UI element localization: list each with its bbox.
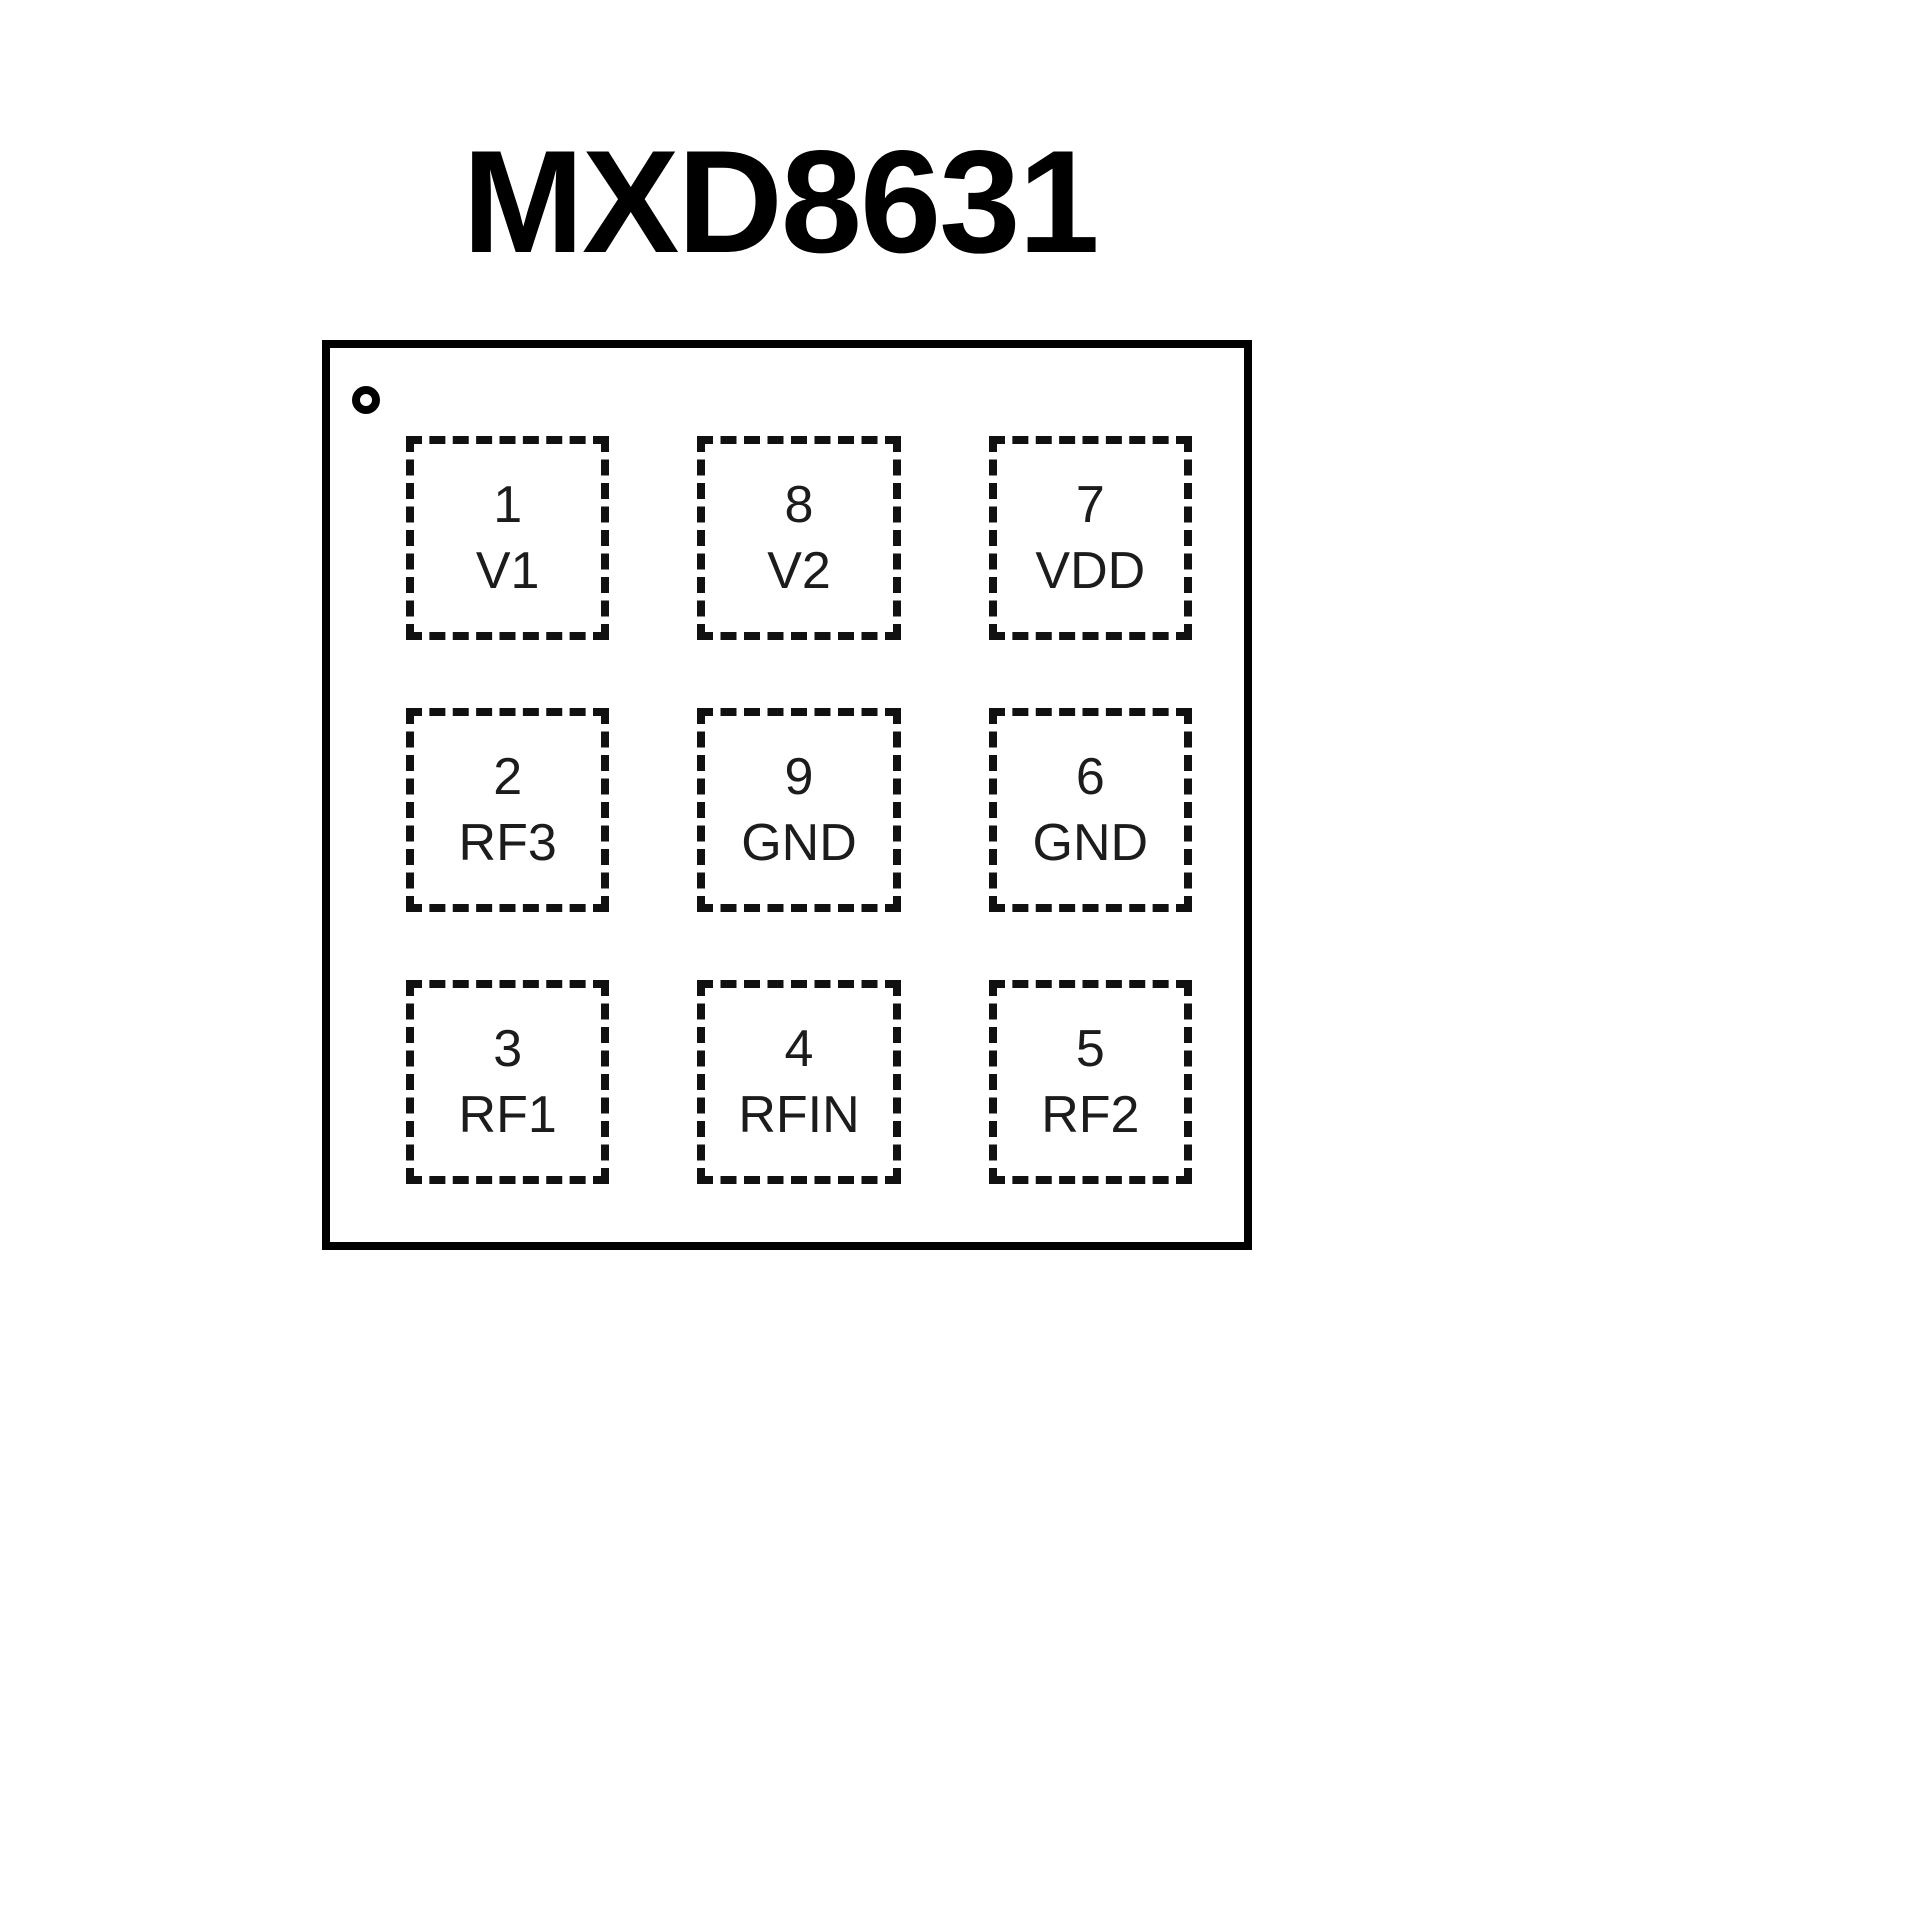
pin-number: 8 — [784, 476, 814, 534]
pin-name: RF1 — [458, 1086, 557, 1144]
pin-name: RF3 — [458, 814, 557, 872]
pin-pad-9: 9 GND — [697, 708, 901, 912]
pad-grid: 1 V1 8 V2 7 VDD 2 RF3 9 GND 6 GND — [406, 436, 1192, 1184]
pin-number: 9 — [784, 748, 814, 806]
pin-name: GND — [741, 814, 857, 872]
pin-number: 3 — [493, 1020, 523, 1078]
pin-name: VDD — [1035, 542, 1146, 600]
pin-name: RFIN — [738, 1086, 860, 1144]
pin1-marker-icon — [352, 386, 380, 414]
pin-pad-3: 3 RF1 — [406, 980, 610, 1184]
pin-number: 5 — [1075, 1020, 1105, 1078]
pin-name: GND — [1032, 814, 1149, 872]
pin-pad-4: 4 RFIN — [697, 980, 901, 1184]
pin-pad-7: 7 VDD — [988, 436, 1192, 640]
pin-number: 6 — [1075, 748, 1105, 806]
pin-name: V2 — [767, 542, 831, 600]
pin-pad-8: 8 V2 — [697, 436, 901, 640]
pin-pad-6: 6 GND — [988, 708, 1192, 912]
pin-pad-1: 1 V1 — [406, 436, 610, 640]
pin-name: V1 — [475, 542, 540, 600]
pin-name: RF2 — [1041, 1086, 1140, 1144]
pin-number: 4 — [784, 1020, 814, 1078]
pin-pad-5: 5 RF2 — [988, 980, 1192, 1184]
pin-number: 2 — [493, 748, 523, 806]
pin-number: 1 — [493, 476, 523, 534]
pin-pad-2: 2 RF3 — [406, 708, 610, 912]
chip-package-outline: 1 V1 8 V2 7 VDD 2 RF3 9 GND 6 GND — [322, 340, 1252, 1250]
pin-number: 7 — [1075, 476, 1105, 534]
page-title: MXD8631 — [462, 120, 1099, 283]
